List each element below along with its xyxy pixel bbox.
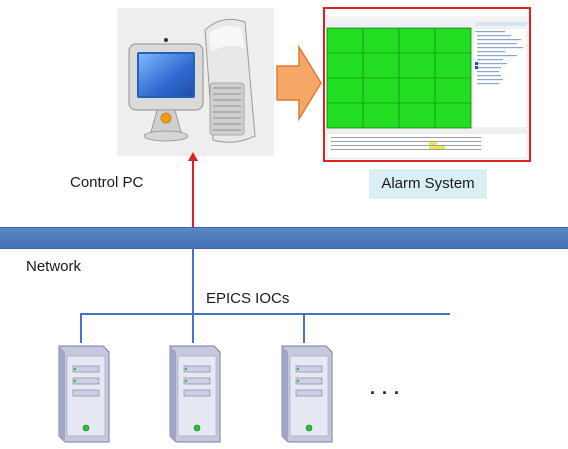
control-pc-panel [117, 8, 274, 156]
network-bar [0, 227, 568, 249]
tower-server-icon [169, 345, 221, 443]
alarm-system-window [323, 7, 531, 162]
network-drop-wire [192, 248, 194, 314]
control-pc-label: Control PC [70, 174, 144, 191]
ioc-wire-2 [192, 313, 194, 343]
alarm-system-label: Alarm System [381, 175, 475, 192]
ioc-bus-wire [80, 313, 450, 315]
orange-right-arrow-icon [276, 44, 322, 122]
alarm-system-screenshot [325, 9, 529, 159]
tower-server-icon [281, 345, 333, 443]
more-iocs-ellipsis: . . . [370, 378, 401, 398]
ioc-wire-3 [303, 313, 305, 343]
ioc-wire-1 [80, 313, 82, 343]
epics-iocs-label: EPICS IOCs [206, 290, 290, 307]
tower-server-icon [58, 345, 110, 443]
red-up-arrow [188, 152, 198, 230]
desktop-computer-icon [128, 18, 256, 143]
alarm-system-label-box: Alarm System [369, 169, 487, 199]
network-label: Network [26, 258, 82, 275]
